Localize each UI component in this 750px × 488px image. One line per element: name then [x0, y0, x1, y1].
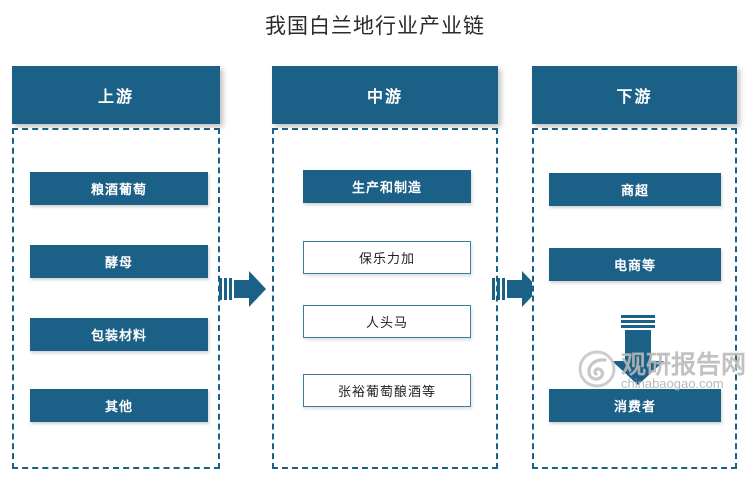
arrow-right-icon-midstream-to-downstream — [492, 268, 540, 310]
item-midstream-4[interactable]: 张裕葡萄酿酒等 — [303, 374, 471, 407]
column-header-midstream: 中游 — [272, 66, 498, 124]
item-downstream-3[interactable]: 消费者 — [549, 389, 721, 422]
arrow-right-icon-upstream-to-midstream — [219, 268, 267, 310]
item-downstream-2[interactable]: 电商等 — [549, 248, 721, 281]
arrow-down-icon-channels-to-consumer — [607, 315, 669, 387]
item-upstream-4[interactable]: 其他 — [30, 389, 208, 422]
item-upstream-1[interactable]: 粮酒葡萄 — [30, 172, 208, 205]
item-midstream-2[interactable]: 保乐力加 — [303, 241, 471, 274]
item-upstream-2[interactable]: 酵母 — [30, 245, 208, 278]
page-title: 我国白兰地行业产业链 — [265, 14, 485, 38]
item-midstream-3[interactable]: 人头马 — [303, 305, 471, 338]
item-downstream-1[interactable]: 商超 — [549, 173, 721, 206]
item-midstream-1[interactable]: 生产和制造 — [303, 170, 471, 203]
column-header-upstream: 上游 — [12, 66, 220, 124]
item-upstream-3[interactable]: 包装材料 — [30, 318, 208, 351]
column-header-downstream: 下游 — [532, 66, 737, 124]
